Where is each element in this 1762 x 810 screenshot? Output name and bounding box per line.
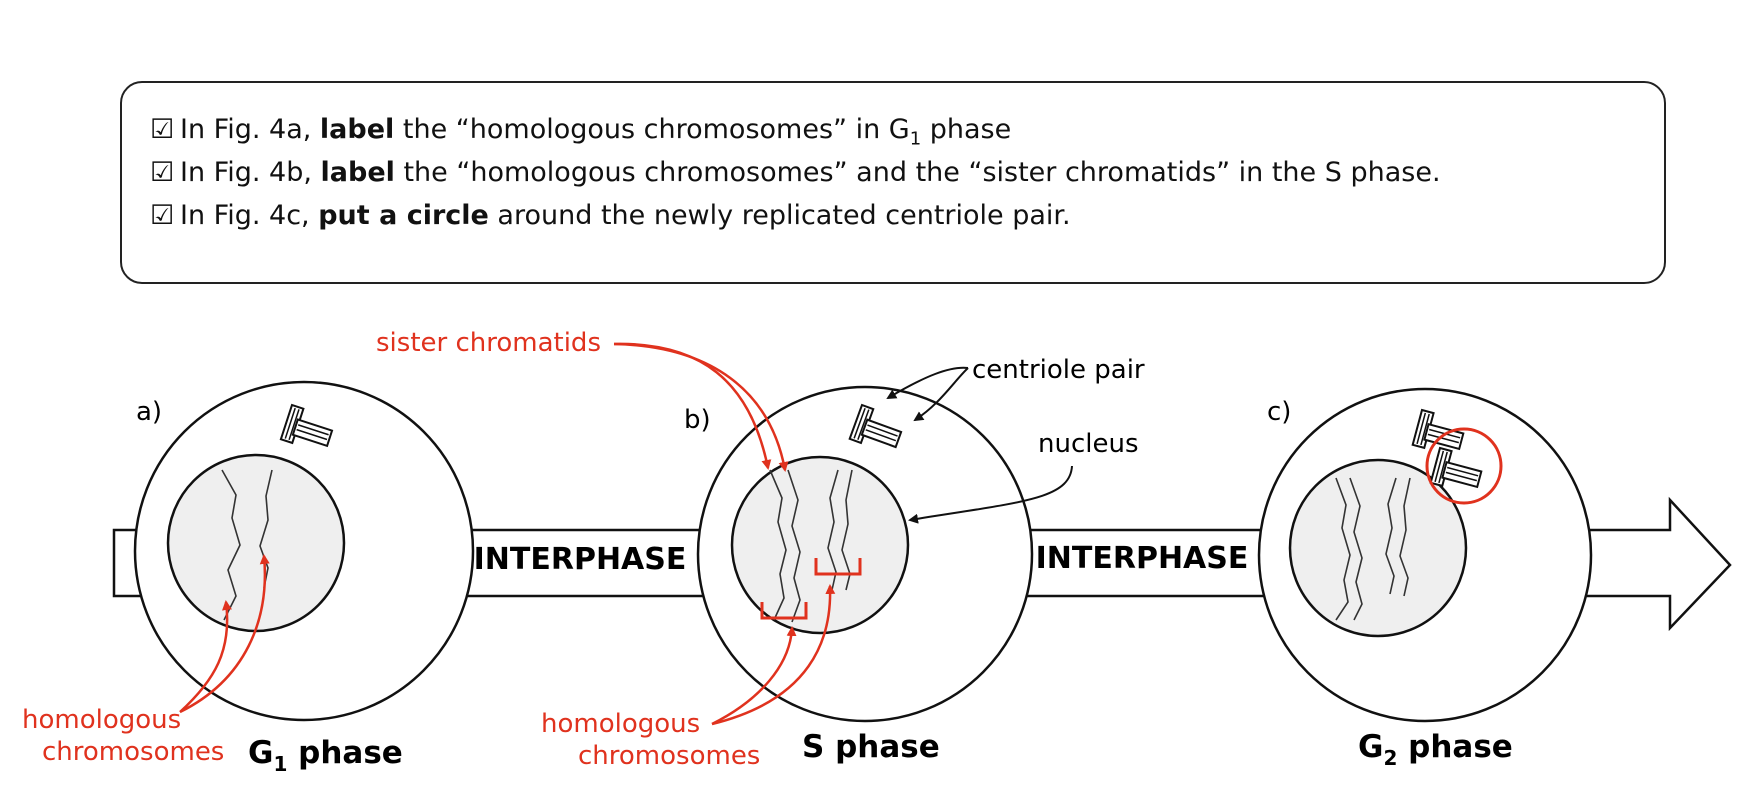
instruction-1-pre: In Fig. 4a, <box>180 114 320 145</box>
nucleus-g1 <box>166 453 346 633</box>
cell-s <box>696 385 1034 723</box>
instruction-2-bold: label <box>320 157 395 188</box>
instruction-1-bold: label <box>319 114 395 145</box>
checkbox-icon: ☑ <box>150 114 175 145</box>
interphase-label-2: INTERPHASE <box>1036 541 1249 576</box>
instruction-3-bold: put a circle <box>318 200 489 231</box>
instruction-3-pre: In Fig. 4c, <box>180 200 319 231</box>
homologous-label-b1: homologous <box>541 709 700 739</box>
nucleus-label: nucleus <box>1038 429 1139 459</box>
homologous-label-a2: chromosomes <box>42 737 224 767</box>
instruction-1: ☑In Fig. 4a, label the “homologous chrom… <box>150 113 1011 156</box>
instruction-1-post: the “homologous chromosomes” in G <box>394 114 910 145</box>
replicated-centriole-circle <box>1425 427 1503 505</box>
checkbox-icon: ☑ <box>150 200 175 231</box>
instruction-2: ☑In Fig. 4b, label the “homologous chrom… <box>150 156 1441 190</box>
cell-g1 <box>133 380 475 722</box>
homologous-label-b2: chromosomes <box>578 741 760 771</box>
interphase-label-1: INTERPHASE <box>474 542 687 577</box>
instruction-box <box>120 81 1666 284</box>
phase-label-g2: G2 phase <box>1358 729 1513 770</box>
nucleus-arrow <box>908 465 1073 524</box>
phase-label-g1: G1 phase <box>248 735 403 776</box>
instruction-2-pre: In Fig. 4b, <box>180 157 321 188</box>
instruction-1-sub: 1 <box>909 128 922 150</box>
instruction-2-post: the “homologous chromosomes” and the “si… <box>394 157 1441 188</box>
homologous-label-a1: homologous <box>22 705 181 735</box>
centriole-arrow <box>913 367 969 422</box>
homologous-arrow-b <box>711 626 797 726</box>
instruction-3-post: around the newly replicated centriole pa… <box>488 200 1071 231</box>
homologous-arrow-a <box>179 600 232 713</box>
homologous-arrow-b <box>711 584 836 726</box>
centriole-pair-label: centriole pair <box>972 355 1145 385</box>
cell-g2 <box>1257 387 1593 723</box>
instruction-1-tail: phase <box>921 114 1012 145</box>
nucleus-s <box>730 455 910 635</box>
checkbox-icon: ☑ <box>150 157 175 188</box>
instruction-3: ☑In Fig. 4c, put a circle around the new… <box>150 199 1071 233</box>
nucleus-g2 <box>1288 458 1468 638</box>
sister-chromatids-label: sister chromatids <box>376 328 601 358</box>
centriole-arrow <box>886 366 969 400</box>
panel-letter-c: c) <box>1267 397 1291 427</box>
phase-label-s: S phase <box>802 729 940 765</box>
panel-letter-b: b) <box>684 405 711 435</box>
homologous-bracket <box>814 558 862 576</box>
sister-chromatids-arrow <box>613 342 789 472</box>
homologous-bracket <box>760 602 808 620</box>
homologous-arrow-a <box>179 554 270 714</box>
panel-letter-a: a) <box>136 397 162 427</box>
